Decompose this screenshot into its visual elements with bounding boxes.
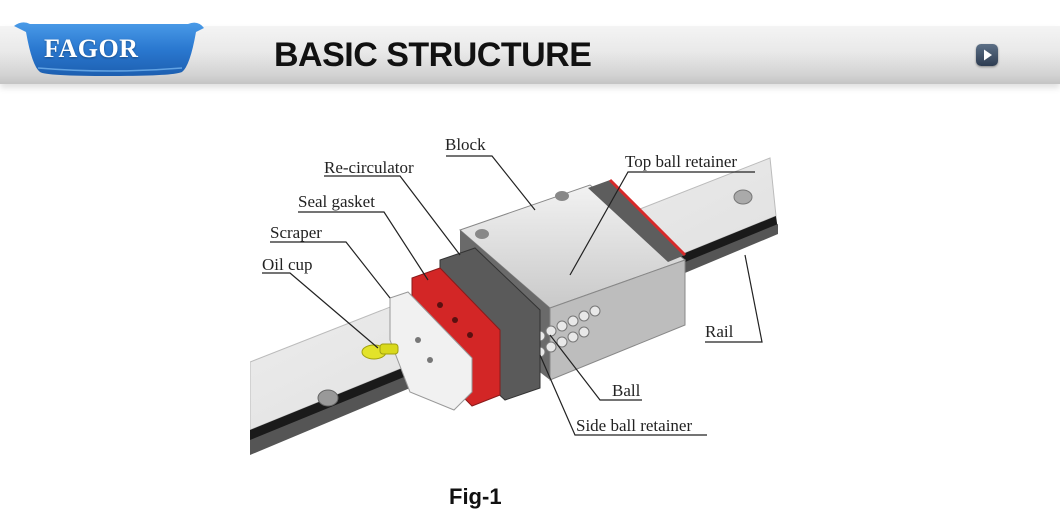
leader-lines [262, 155, 763, 436]
brand-ribbon [14, 22, 204, 76]
callout-top-ball-retainer: Top ball retainer [625, 152, 738, 171]
callout-block: Block [445, 135, 486, 154]
callout-oil-cup: Oil cup [262, 255, 313, 274]
linear-guide-diagram: Block Re-circulator Seal gasket Scraper … [249, 130, 790, 460]
callout-ball: Ball [612, 381, 641, 400]
callout-scraper: Scraper [270, 223, 322, 242]
next-slide-button[interactable] [976, 44, 998, 66]
page-title: BASIC STRUCTURE [274, 36, 592, 74]
play-next-icon [984, 49, 992, 61]
brand-logo: FAGOR [44, 34, 139, 63]
linear-guide-illustration [249, 155, 778, 455]
callout-side-ball-retainer: Side ball retainer [576, 416, 693, 435]
callout-seal-gasket: Seal gasket [298, 192, 375, 211]
callout-re-circulator: Re-circulator [324, 158, 414, 177]
figure-caption: Fig-1 [449, 484, 502, 509]
callout-rail: Rail [705, 322, 734, 341]
oil-cup-part [361, 343, 399, 360]
